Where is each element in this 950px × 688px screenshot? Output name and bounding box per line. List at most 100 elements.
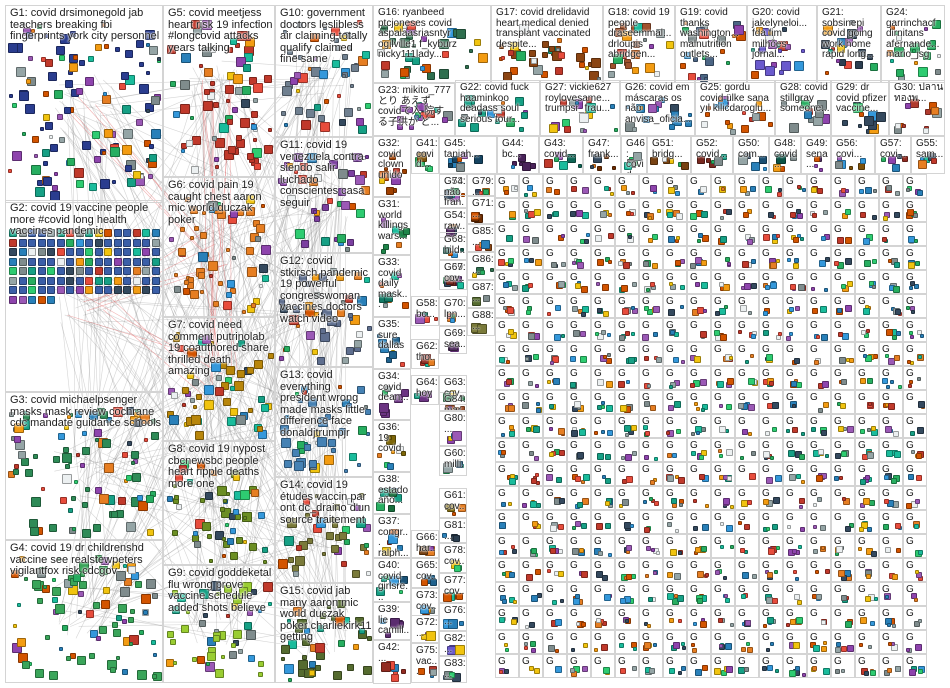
graph-node[interactable] (78, 591, 84, 597)
graph-node[interactable] (608, 260, 612, 264)
graph-node[interactable] (13, 469, 19, 475)
graph-node[interactable] (705, 573, 709, 577)
graph-node[interactable] (294, 461, 304, 471)
graph-node[interactable] (552, 600, 557, 605)
graph-node[interactable] (571, 430, 578, 437)
graph-node[interactable] (620, 405, 627, 412)
graph-node[interactable] (647, 624, 651, 628)
graph-node[interactable] (560, 599, 564, 603)
graph-node[interactable] (695, 547, 701, 553)
graph-node[interactable] (548, 645, 555, 652)
graph-node[interactable] (499, 357, 505, 363)
graph-node[interactable] (206, 662, 210, 666)
graph-node[interactable] (246, 247, 254, 255)
graph-node[interactable] (747, 500, 752, 505)
graph-node[interactable] (650, 405, 656, 411)
graph-node[interactable] (775, 475, 782, 482)
graph-node[interactable] (180, 80, 190, 90)
graph-node[interactable] (895, 523, 901, 529)
graph-node[interactable] (133, 239, 141, 247)
graph-node[interactable] (504, 643, 508, 647)
graph-node[interactable] (577, 502, 583, 508)
graph-node[interactable] (259, 264, 268, 273)
graph-node[interactable] (619, 643, 624, 648)
graph-node[interactable] (865, 596, 871, 602)
graph-node[interactable] (9, 248, 17, 256)
graph-node[interactable] (143, 610, 148, 615)
graph-node[interactable] (133, 171, 141, 179)
graph-node[interactable] (253, 98, 258, 103)
graph-node[interactable] (506, 235, 513, 242)
graph-node[interactable] (509, 211, 516, 218)
graph-node[interactable] (281, 657, 285, 661)
graph-node[interactable] (139, 84, 149, 94)
graph-node[interactable] (215, 669, 224, 678)
graph-node[interactable] (284, 123, 288, 127)
graph-node[interactable] (42, 149, 50, 157)
graph-node[interactable] (26, 79, 31, 84)
graph-node[interactable] (860, 429, 865, 434)
graph-node[interactable] (47, 296, 55, 304)
graph-node[interactable] (293, 571, 299, 577)
graph-node[interactable] (31, 165, 41, 175)
graph-node[interactable] (697, 239, 701, 243)
graph-node[interactable] (690, 383, 695, 388)
graph-node[interactable] (800, 527, 805, 532)
graph-node[interactable] (888, 403, 895, 410)
graph-node[interactable] (678, 619, 682, 623)
graph-node[interactable] (648, 216, 652, 220)
graph-node[interactable] (249, 543, 257, 551)
graph-node[interactable] (248, 408, 253, 413)
graph-node[interactable] (632, 451, 637, 456)
graph-node[interactable] (766, 477, 773, 484)
graph-node[interactable] (606, 358, 612, 364)
graph-node[interactable] (742, 261, 749, 268)
graph-node[interactable] (909, 669, 916, 676)
graph-node[interactable] (529, 622, 535, 628)
graph-node[interactable] (669, 385, 673, 389)
graph-node[interactable] (605, 478, 611, 484)
graph-node[interactable] (530, 501, 537, 508)
graph-node[interactable] (363, 666, 372, 675)
graph-node[interactable] (623, 262, 630, 269)
graph-node[interactable] (38, 248, 46, 256)
graph-node[interactable] (908, 384, 912, 388)
graph-node[interactable] (680, 285, 685, 290)
graph-node[interactable] (284, 536, 294, 546)
graph-node[interactable] (549, 124, 558, 133)
graph-node[interactable] (204, 89, 210, 95)
graph-node[interactable] (602, 284, 609, 291)
graph-node[interactable] (70, 653, 76, 659)
graph-node[interactable] (581, 286, 588, 293)
graph-node[interactable] (82, 447, 90, 455)
graph-node[interactable] (799, 454, 805, 460)
graph-node[interactable] (577, 452, 584, 459)
graph-node[interactable] (9, 267, 17, 275)
graph-node[interactable] (223, 398, 231, 406)
graph-node[interactable] (220, 507, 225, 512)
graph-node[interactable] (131, 451, 139, 459)
graph-node[interactable] (281, 438, 291, 448)
graph-node[interactable] (765, 186, 772, 193)
graph-node[interactable] (180, 227, 185, 232)
graph-node[interactable] (41, 487, 45, 491)
graph-node[interactable] (199, 620, 206, 627)
graph-node[interactable] (110, 147, 120, 157)
graph-node[interactable] (99, 626, 107, 634)
graph-node[interactable] (279, 356, 284, 361)
graph-node[interactable] (614, 128, 618, 132)
graph-node[interactable] (125, 50, 133, 58)
graph-node[interactable] (907, 360, 911, 364)
graph-node[interactable] (892, 335, 897, 340)
graph-node[interactable] (222, 537, 226, 541)
graph-node[interactable] (579, 548, 584, 553)
graph-node[interactable] (8, 43, 18, 53)
graph-node[interactable] (38, 286, 46, 294)
graph-node[interactable] (103, 587, 110, 594)
graph-node[interactable] (642, 334, 649, 341)
graph-node[interactable] (226, 292, 232, 298)
graph-node[interactable] (133, 277, 141, 285)
graph-node[interactable] (678, 551, 682, 555)
graph-node[interactable] (626, 574, 632, 580)
graph-node[interactable] (821, 334, 828, 341)
